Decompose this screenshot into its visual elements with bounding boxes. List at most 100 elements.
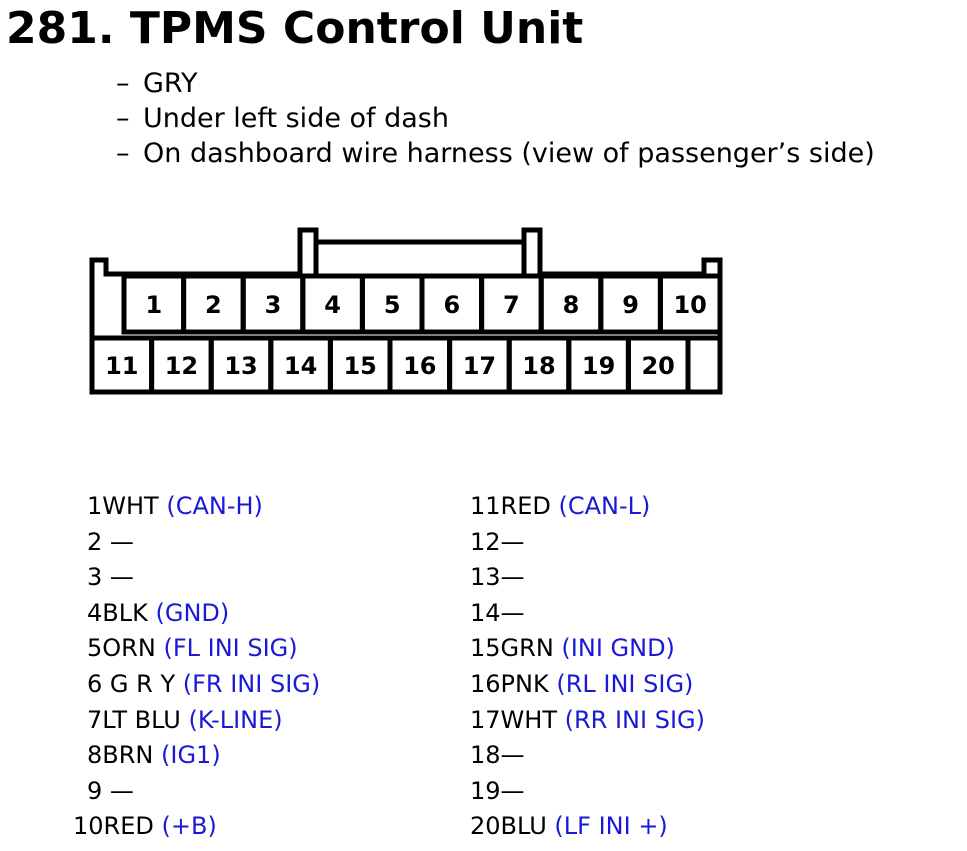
pin-entry: 13— xyxy=(470,562,525,592)
pin-number: 15 xyxy=(343,352,376,380)
pin-entry: 2 — xyxy=(87,527,134,557)
blank-cell xyxy=(685,335,723,395)
pin-row-bottom: 11 12 13 14 15 16 17 18 19 20 xyxy=(89,335,723,395)
pin-number: 17 xyxy=(470,705,501,734)
signal-name: (FL INI SIG) xyxy=(163,634,298,663)
pin-number: 1 xyxy=(145,291,162,319)
pin-number: 2 xyxy=(87,527,103,556)
pin-number: 10 xyxy=(673,291,706,319)
signal-name: (INI GND) xyxy=(561,634,675,663)
signal-name: (IG1) xyxy=(161,741,221,770)
pin-number: 7 xyxy=(503,291,520,319)
wire-color: BRN xyxy=(102,741,154,770)
wire-color: — xyxy=(500,776,525,805)
pin-number: 13 xyxy=(470,563,501,592)
pin-entry: 8BRN (IG1) xyxy=(87,740,221,770)
pin-number: 19 xyxy=(470,776,501,805)
pin-number: 18 xyxy=(522,352,555,380)
signal-name: (LF INI +) xyxy=(554,812,668,841)
signal-name: (+B) xyxy=(161,812,217,841)
signal-name: (RL INI SIG) xyxy=(556,670,694,698)
pin-entry: 7LT BLU (K-LINE) xyxy=(87,705,283,735)
signal-name: (RR INI SIG) xyxy=(564,705,705,734)
note-item: –On dashboard wire harness (view of pass… xyxy=(116,136,875,171)
pin-number: 8 xyxy=(563,291,580,319)
note-location: Under left side of dash xyxy=(143,103,449,134)
pin-entry: 14— xyxy=(470,598,525,628)
wire-color: ORN xyxy=(102,634,156,663)
pin-number: 1 xyxy=(87,492,103,520)
pin-number: 10 xyxy=(73,812,104,841)
pin-entry: 12— xyxy=(470,527,525,557)
pin-number: 17 xyxy=(463,352,496,380)
wire-color: — xyxy=(102,563,134,592)
pin-entry: 11RED (CAN-L) xyxy=(470,491,650,521)
pin-entry: 10RED (+B) xyxy=(73,811,217,841)
pin-number: 3 xyxy=(87,563,103,592)
pin-number: 18 xyxy=(470,741,501,770)
pin-number: 12 xyxy=(165,352,198,380)
pin-entry: 3 — xyxy=(87,562,134,592)
pin-number: 5 xyxy=(384,291,401,319)
pin-number: 14 xyxy=(470,598,501,627)
pin-number: 11 xyxy=(105,352,138,380)
bullet-dash: – xyxy=(116,103,130,134)
note-item: –Under left side of dash xyxy=(116,101,875,136)
pin-number: 5 xyxy=(87,634,103,663)
signal-name: (FR INI SIG) xyxy=(182,670,321,698)
pin-number: 4 xyxy=(87,598,103,627)
pin-entry: 5ORN (FL INI SIG) xyxy=(87,633,298,663)
signal-name: (CAN-H) xyxy=(166,492,263,520)
wire-color: BLK xyxy=(102,598,148,627)
pin-entry: 20BLU (LF INI +) xyxy=(470,811,668,841)
page-title: 281. TPMS Control Unit xyxy=(6,3,584,54)
pin-entry: 9 — xyxy=(87,776,134,806)
wire-color: — xyxy=(500,527,525,556)
wire-color: — xyxy=(500,741,525,770)
pin-number: 9 xyxy=(622,291,639,319)
connector-notes: –GRY –Under left side of dash –On dashbo… xyxy=(116,66,875,171)
wire-color: BLU xyxy=(500,812,547,841)
wire-color: G R Y xyxy=(102,670,176,698)
pin-number: 3 xyxy=(265,291,282,319)
pin-cell xyxy=(657,273,723,335)
pin-number: 2 xyxy=(205,291,222,319)
wire-color: — xyxy=(500,598,525,627)
pin-number: 9 xyxy=(87,776,103,805)
bullet-dash: – xyxy=(116,68,130,99)
note-item: –GRY xyxy=(116,66,875,101)
note-harness: On dashboard wire harness (view of passe… xyxy=(143,138,875,169)
pin-entry: 16PNK (RL INI SIG) xyxy=(470,669,693,699)
signal-name: (CAN-L) xyxy=(558,492,651,520)
pin-number: 7 xyxy=(87,705,103,734)
pin-entry: 17WHT (RR INI SIG) xyxy=(470,705,705,735)
pin-number: 16 xyxy=(470,670,501,698)
pin-entry: 15GRN (INI GND) xyxy=(470,633,675,663)
pin-entry: 18— xyxy=(470,740,525,770)
pin-number: 16 xyxy=(403,352,436,380)
pin-number: 14 xyxy=(284,352,317,380)
pin-number: 19 xyxy=(582,352,615,380)
pin-number: 6 xyxy=(443,291,460,319)
wire-color: GRN xyxy=(500,634,554,663)
bullet-dash: – xyxy=(116,138,130,169)
wire-color: RED xyxy=(500,492,551,520)
pin-entry: 6 G R Y (FR INI SIG) xyxy=(87,669,320,699)
signal-name: (GND) xyxy=(155,598,230,627)
pin-number: 12 xyxy=(470,527,501,556)
wire-color: PNK xyxy=(500,670,549,698)
wire-color: — xyxy=(102,527,134,556)
pin-number: 20 xyxy=(470,812,501,841)
pin-number: 13 xyxy=(224,352,257,380)
wire-color: WHT xyxy=(102,492,159,520)
wire-color: — xyxy=(102,776,134,805)
signal-name: (K-LINE) xyxy=(188,705,283,734)
wire-color: — xyxy=(500,563,525,592)
pin-entry: 19— xyxy=(470,776,525,806)
pin-number: 15 xyxy=(470,634,501,663)
pin-number: 20 xyxy=(641,352,674,380)
pin-entry: 4BLK (GND) xyxy=(87,598,229,628)
note-color: GRY xyxy=(143,68,198,99)
